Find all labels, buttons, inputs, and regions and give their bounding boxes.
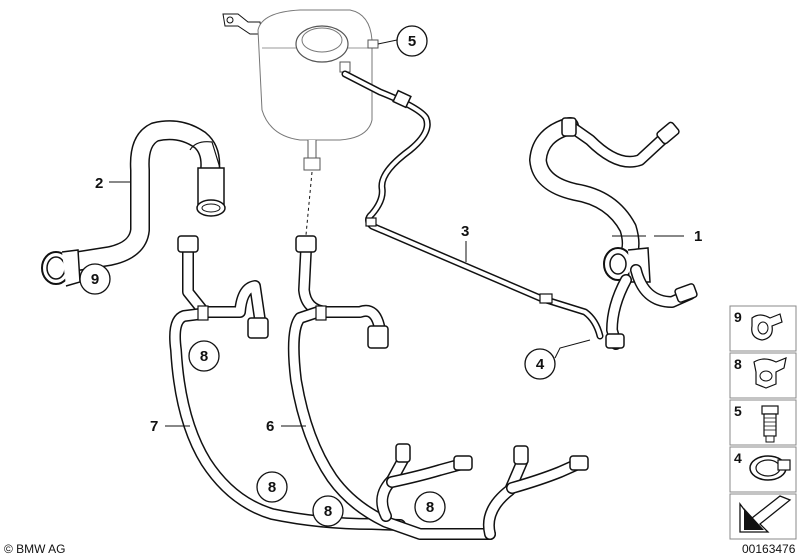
legend-item-8: 8 [734, 356, 742, 372]
label-7: 7 [150, 418, 158, 435]
hose-lower-branches [376, 443, 589, 540]
legend-item-9: 9 [734, 309, 742, 325]
screw-plug-icon [761, 405, 779, 443]
svg-text:4: 4 [536, 356, 545, 373]
callout-4: 4 [524, 348, 556, 380]
hose-clamp-icon [749, 455, 791, 481]
part-number: 00163476 [742, 542, 796, 556]
label-3: 3 [461, 223, 469, 240]
spring-clip-icon [753, 357, 787, 389]
legend-item-5: 5 [734, 403, 742, 419]
svg-text:8: 8 [200, 348, 208, 365]
hose-clip-icon [751, 313, 783, 341]
svg-text:8: 8 [268, 479, 276, 496]
hose-1 [529, 117, 698, 350]
callout-8-upper: 8 [188, 340, 220, 372]
svg-text:8: 8 [324, 503, 332, 520]
expansion-tank [222, 9, 379, 171]
callout-8-lower-mid: 8 [312, 495, 344, 527]
hose-2 [41, 120, 226, 287]
hose-7 [169, 235, 406, 531]
callout-5: 5 [396, 25, 428, 57]
vent-line [341, 70, 604, 340]
label-6: 6 [266, 418, 274, 435]
legend-item-4: 4 [734, 450, 742, 466]
hose-6 [287, 235, 496, 540]
label-2: 2 [95, 175, 103, 192]
svg-text:5: 5 [408, 33, 416, 50]
svg-text:9: 9 [91, 271, 99, 288]
leader-lines [109, 39, 684, 427]
callout-8-lower-left: 8 [256, 471, 288, 503]
callout-9: 9 [79, 263, 111, 295]
callout-8-lower-right: 8 [414, 491, 446, 523]
legend: 9 8 5 4 [729, 305, 797, 540]
direction-arrow-icon [739, 495, 792, 533]
copyright-text: © BMW AG [4, 542, 66, 556]
label-1: 1 [694, 228, 702, 245]
svg-text:8: 8 [426, 499, 434, 516]
